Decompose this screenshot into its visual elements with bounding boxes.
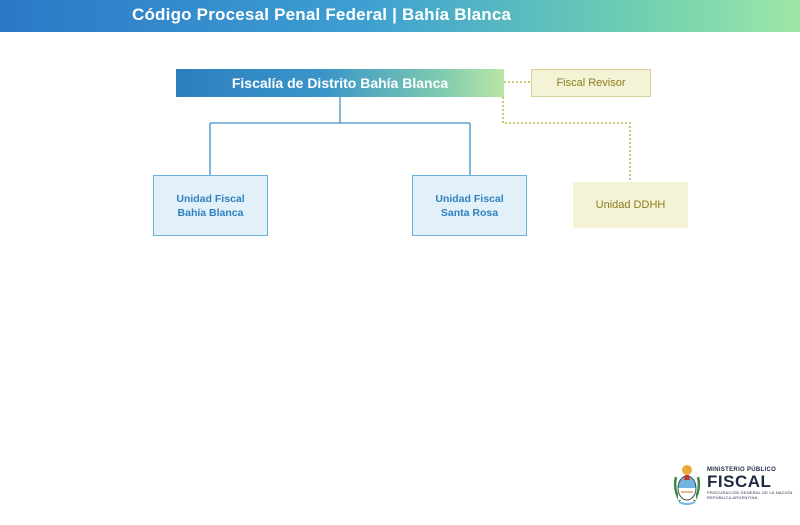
root-node-fiscalia: Fiscalía de Distrito Bahía Blanca — [176, 69, 504, 97]
root-node-label: Fiscalía de Distrito Bahía Blanca — [231, 75, 449, 91]
node-unidad-ddhh: Unidad DDHH — [573, 182, 688, 228]
logo-line3: PROCURACIÓN GENERAL DE LA NACIÓN — [707, 490, 793, 495]
fiscal-revisor-label: Fiscal Revisor — [556, 77, 626, 89]
ministerio-publico-logo: MINISTERIO PÚBLICO FISCAL PROCURACIÓN GE… — [672, 463, 792, 507]
header-bar: Código Procesal Penal Federal | Bahía Bl… — [0, 0, 800, 32]
coat-of-arms-icon — [673, 465, 701, 505]
unit-label-line2: Santa Rosa — [440, 206, 499, 219]
logo-line4: REPÚBLICA ARGENTINA — [707, 495, 758, 500]
node-fiscal-revisor: Fiscal Revisor — [531, 69, 651, 97]
logo-line2: FISCAL — [707, 472, 772, 491]
node-unidad-santa-rosa: Unidad Fiscal Santa Rosa — [412, 175, 527, 236]
logo-line1: MINISTERIO PÚBLICO — [707, 467, 777, 473]
unit-label-line1: Unidad Fiscal — [176, 192, 245, 205]
node-unidad-bahia-blanca: Unidad Fiscal Bahía Blanca — [153, 175, 268, 236]
connector-ddhh-dotted — [502, 97, 631, 182]
unidad-ddhh-label: Unidad DDHH — [595, 199, 666, 211]
unit-label-line1: Unidad Fiscal — [435, 192, 504, 205]
unit-label-line2: Bahía Blanca — [177, 206, 244, 219]
page-title: Código Procesal Penal Federal | Bahía Bl… — [132, 5, 512, 24]
